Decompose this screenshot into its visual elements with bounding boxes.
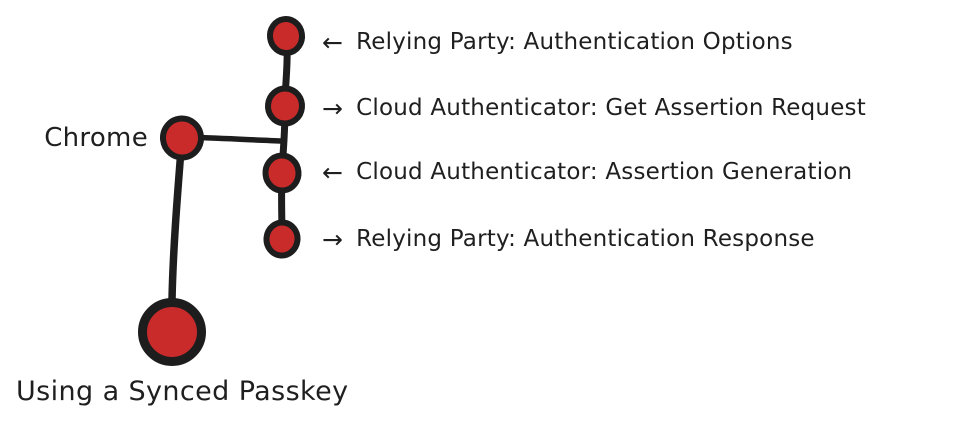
right-arrow-icon: →	[322, 225, 344, 254]
commit-node-step-2	[264, 85, 306, 127]
step-row-3: ← Cloud Authenticator: Assertion Generat…	[322, 158, 852, 187]
commit-node-step-4	[263, 219, 301, 259]
step-row-4: → Relying Party: Authentication Response	[322, 225, 815, 254]
branch-label-chrome: Chrome	[44, 123, 148, 153]
step-label: Relying Party: Authentication Options	[356, 29, 793, 55]
chrome-branch-node	[159, 115, 205, 161]
passkey-root-node	[138, 298, 206, 366]
diagram-title: Using a Synced Passkey	[16, 376, 349, 407]
step-label: Cloud Authenticator: Get Assertion Reque…	[356, 95, 866, 121]
step-label: Relying Party: Authentication Response	[356, 226, 815, 252]
left-arrow-icon: ←	[322, 28, 344, 57]
nodes-fill-group	[138, 16, 306, 366]
left-arrow-icon: ←	[322, 158, 344, 187]
commit-node-step-1	[266, 16, 306, 56]
step-label: Cloud Authenticator: Assertion Generatio…	[356, 159, 853, 185]
branch-vertical-line	[168, 146, 185, 304]
nodes-layer	[138, 16, 306, 366]
step-row-2: → Cloud Authenticator: Get Assertion Req…	[322, 94, 866, 123]
commit-node-step-3	[262, 152, 302, 194]
step-row-1: ← Relying Party: Authentication Options	[322, 28, 793, 57]
right-arrow-icon: →	[322, 94, 344, 123]
trunk-line	[278, 28, 291, 245]
